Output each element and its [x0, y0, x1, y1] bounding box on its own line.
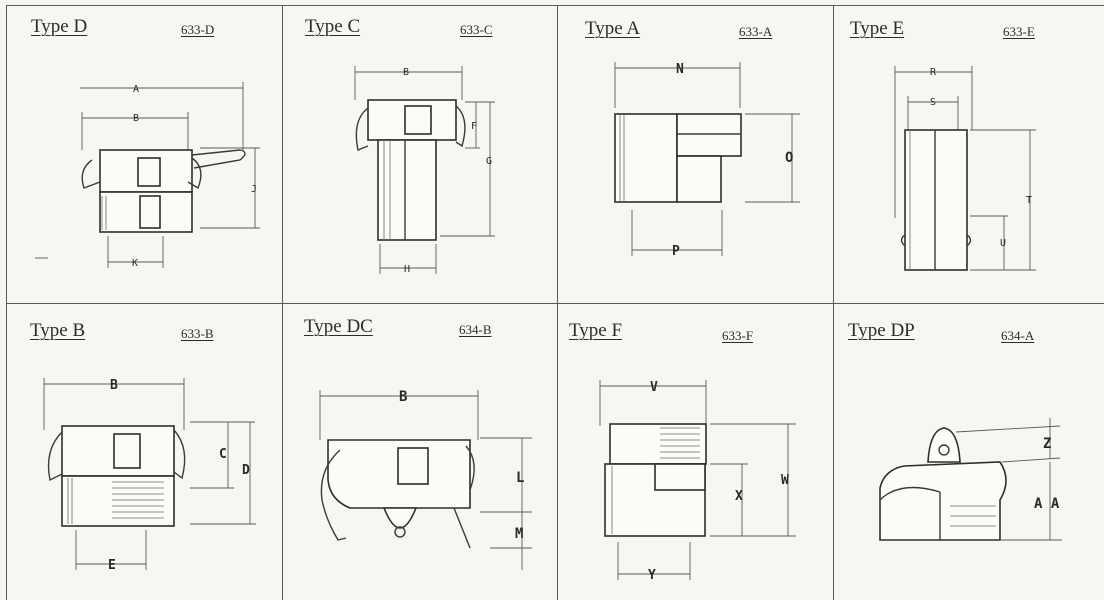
grid-column-divider-3: [833, 5, 834, 600]
cell-type-d: Type D 633-D: [6, 5, 282, 303]
type-dp-title: Type DP: [848, 320, 915, 341]
cell-type-e: Type E 633-E: [833, 5, 1104, 303]
cell-type-a: Type A 633-A: [557, 5, 833, 303]
type-c-part-number: 633-C: [460, 22, 493, 37]
type-a-part-number: 633-A: [739, 24, 773, 39]
cell-type-dp: Type DP 634-A: [833, 303, 1104, 600]
type-b-title: Type B: [30, 320, 86, 341]
type-d-title: Type D: [31, 16, 88, 37]
type-c-title: Type C: [305, 16, 361, 37]
type-a-title: Type A: [585, 18, 641, 39]
type-f-title: Type F: [569, 320, 623, 341]
type-d-part-number: 633-D: [181, 22, 215, 37]
type-e-title: Type E: [850, 18, 905, 39]
grid-top-border: [6, 5, 1104, 6]
grid-column-divider-2: [557, 5, 558, 600]
type-f-part-number: 633-F: [722, 328, 754, 343]
grid-left-border: [6, 5, 7, 600]
grid-column-divider-1: [282, 5, 283, 600]
cell-type-f: Type F 633-F: [557, 303, 833, 600]
cell-type-c: Type C 633-C: [282, 5, 557, 303]
cell-type-b: Type B 633-B: [6, 303, 282, 600]
type-b-part-number: 633-B: [181, 326, 214, 341]
type-dc-part-number: 634-B: [459, 322, 492, 337]
type-dp-part-number: 634-A: [1001, 328, 1035, 343]
type-dc-title: Type DC: [304, 316, 373, 337]
grid-middle-divider: [6, 303, 1104, 304]
cell-type-dc: Type DC 634-B: [282, 303, 557, 600]
type-e-part-number: 633-E: [1003, 24, 1035, 39]
